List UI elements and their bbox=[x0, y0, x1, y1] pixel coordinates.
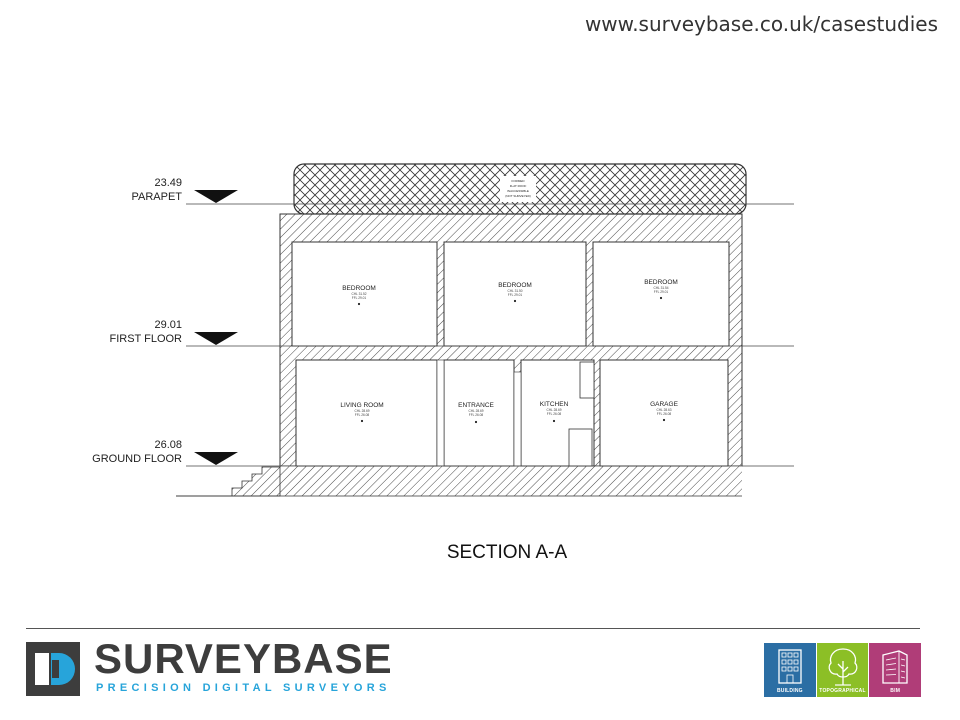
service-badge-bim[interactable]: BIM bbox=[869, 643, 922, 697]
building-icon bbox=[778, 649, 802, 684]
parapet-level-value: 23.49 bbox=[154, 177, 182, 189]
label-bedroom-2: BEDROOM CHL 31.50 FFL 29.01 bbox=[498, 282, 532, 303]
external-ground bbox=[176, 466, 281, 497]
level-point bbox=[659, 296, 663, 300]
room-ceiling-level: CHL 31.54 bbox=[653, 286, 668, 290]
room-ceiling-level: CHL 28.69 bbox=[546, 408, 561, 412]
room-floor-level: FFL 26.08 bbox=[547, 412, 562, 416]
service-badges: BUILDING TOPOGRAPHICAL BIM bbox=[764, 643, 922, 697]
roof-note-line-1: FORMED bbox=[512, 179, 526, 183]
room-bedroom-1 bbox=[291, 241, 438, 347]
room-floor-level: FFL 26.08 bbox=[657, 412, 672, 416]
service-badge-topographical[interactable]: TOPOGRAPHICAL bbox=[816, 643, 869, 697]
level-point bbox=[357, 302, 361, 306]
room-garage bbox=[599, 359, 729, 467]
first-floor-level-value: 29.01 bbox=[154, 319, 182, 331]
room-ceiling-level: CHL 31.52 bbox=[351, 292, 366, 296]
parapet-level-name: PARAPET bbox=[131, 191, 182, 203]
room-floor-level: FFL 26.08 bbox=[355, 413, 370, 417]
roof-note-line-4: (NOT SURVEYED) bbox=[505, 194, 531, 198]
ground-floor-level-marker bbox=[194, 452, 238, 465]
ground-floor-level-name: GROUND FLOOR bbox=[92, 453, 182, 465]
room-floor-level: FFL 26.08 bbox=[469, 413, 484, 417]
bim-building-icon bbox=[882, 650, 908, 684]
service-label: TOPOGRAPHICAL bbox=[819, 688, 866, 694]
section-title: SECTION A-A bbox=[447, 542, 568, 563]
website-url[interactable]: www.surveybase.co.uk/casestudies bbox=[584, 12, 938, 36]
room-floor-level: FFL 29.01 bbox=[654, 290, 669, 294]
room-name: BEDROOM bbox=[342, 285, 376, 292]
label-bedroom-1: BEDROOM CHL 31.52 FFL 29.01 bbox=[342, 285, 376, 306]
tree-icon bbox=[828, 648, 858, 686]
parapet-level-marker bbox=[194, 190, 238, 203]
room-floor-level: FFL 29.01 bbox=[508, 293, 523, 297]
room-name: ENTRANCE bbox=[458, 402, 494, 409]
kitchen-wall-unit bbox=[579, 361, 595, 399]
first-floor-level-marker bbox=[194, 332, 238, 345]
room-living-room bbox=[295, 359, 438, 467]
room-name: LIVING ROOM bbox=[340, 402, 383, 409]
label-entrance: ENTRANCE CHL 28.69 FFL 26.08 bbox=[458, 402, 495, 424]
level-point bbox=[474, 420, 478, 424]
service-label: BUILDING bbox=[776, 688, 803, 694]
section-drawing: FORMED FLAT ROOF INACCESSIBLE (NOT SURVE… bbox=[92, 163, 794, 563]
door-opening-left bbox=[436, 359, 445, 467]
room-ceiling-level: CHL 31.50 bbox=[507, 289, 522, 293]
first-floor-level-name: FIRST FLOOR bbox=[109, 333, 182, 345]
service-badge-building[interactable]: BUILDING bbox=[764, 643, 816, 697]
door-opening-mid bbox=[513, 371, 522, 467]
roof-note-line-3: INACCESSIBLE bbox=[507, 189, 529, 193]
logo-mark-icon bbox=[26, 642, 80, 696]
level-point bbox=[360, 419, 364, 423]
label-kitchen: KITCHEN CHL 28.69 FFL 26.08 bbox=[540, 401, 569, 423]
label-garage: GARAGE CHL 28.63 FFL 26.08 bbox=[650, 401, 679, 422]
roof-note-box bbox=[500, 176, 536, 202]
room-name: BEDROOM bbox=[498, 282, 532, 289]
room-floor-level: FFL 29.01 bbox=[352, 296, 367, 300]
room-ceiling-level: CHL 28.69 bbox=[468, 409, 483, 413]
level-point bbox=[662, 418, 666, 422]
foundation-hatch bbox=[280, 466, 742, 496]
service-label: BIM bbox=[890, 688, 901, 694]
footer-divider bbox=[26, 628, 920, 629]
brand-tagline: PRECISION DIGITAL SURVEYORS bbox=[96, 682, 391, 694]
room-bedroom-3 bbox=[592, 241, 730, 347]
brand-name: SURVEYBASE bbox=[94, 635, 393, 682]
room-name: BEDROOM bbox=[644, 279, 678, 286]
room-name: KITCHEN bbox=[540, 401, 569, 408]
label-bedroom-3: BEDROOM CHL 31.54 FFL 29.01 bbox=[644, 279, 678, 300]
level-point bbox=[513, 299, 517, 303]
level-point bbox=[552, 419, 556, 423]
room-ceiling-level: CHL 28.63 bbox=[656, 408, 671, 412]
roof-note-line-2: FLAT ROOF bbox=[510, 184, 527, 188]
kitchen-cupboard bbox=[568, 428, 593, 467]
label-living-room: LIVING ROOM CHL 28.69 FFL 26.08 bbox=[340, 402, 384, 423]
room-ceiling-level: CHL 28.69 bbox=[354, 409, 369, 413]
room-name: GARAGE bbox=[650, 401, 678, 408]
ground-floor-level-value: 26.08 bbox=[154, 439, 182, 451]
